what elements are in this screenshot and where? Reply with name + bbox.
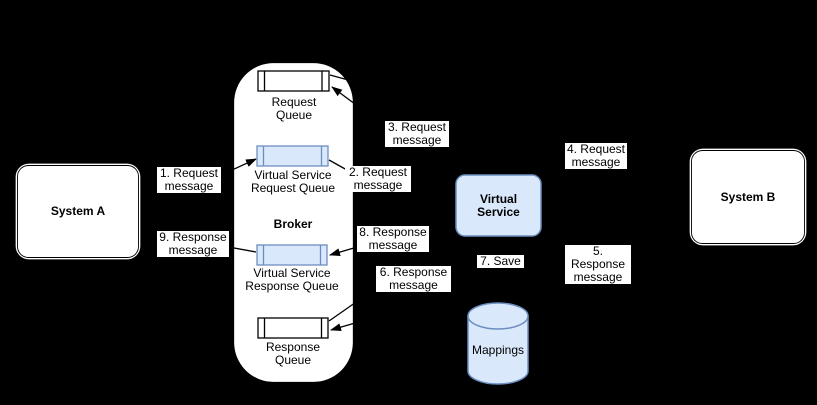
broker-container-shape (232, 61, 355, 384)
mappings-label: Mappings (471, 343, 525, 357)
system-a-shape (14, 162, 142, 261)
vs-response-queue-label: Virtual Service Response Queue (245, 266, 339, 293)
request-queue-label: Request Queue (271, 95, 317, 122)
vs-request-queue-shape (256, 145, 329, 167)
flow-label-2-request-message: 2. Request message (345, 166, 411, 192)
virtual-service-label: Virtual Service (477, 191, 520, 219)
system-b-shape (688, 147, 808, 247)
flow-label-6-response-message: 6. Response message (376, 266, 451, 292)
flow-label-9-response-message: 9. Response message (157, 231, 229, 257)
broker-title: Broker (273, 217, 313, 231)
flow-label-4-request-message: 4. Request message (565, 142, 627, 169)
vs-request-queue-label: Virtual Service Request Queue (250, 168, 336, 195)
flow-label-7-save: 7. Save (477, 255, 524, 268)
edge-5-response-systemB-to-response-queue (330, 225, 690, 332)
response-queue-label: Response Queue (265, 340, 321, 367)
response-queue-shape (257, 317, 329, 339)
flow-label-1-request-message: 1. Request message (157, 167, 221, 193)
flow-label-8-response-message: 8. Response message (357, 226, 429, 252)
request-queue-shape (257, 70, 330, 92)
edge-4-request-request-queue-to-systemB (329, 74, 690, 175)
vs-response-queue-shape (256, 244, 328, 266)
virtual-service-shape (455, 174, 542, 237)
system-a-label: System A (50, 204, 106, 218)
mappings-cylinder-shape (467, 302, 529, 385)
system-b-label: System B (720, 189, 776, 204)
edge-7-save-virtual-service-to-mappings (488, 236, 499, 303)
flow-label-5-response-message: 5. Response message (565, 245, 631, 284)
flow-label-3-request-message: 3. Request message (385, 121, 449, 147)
